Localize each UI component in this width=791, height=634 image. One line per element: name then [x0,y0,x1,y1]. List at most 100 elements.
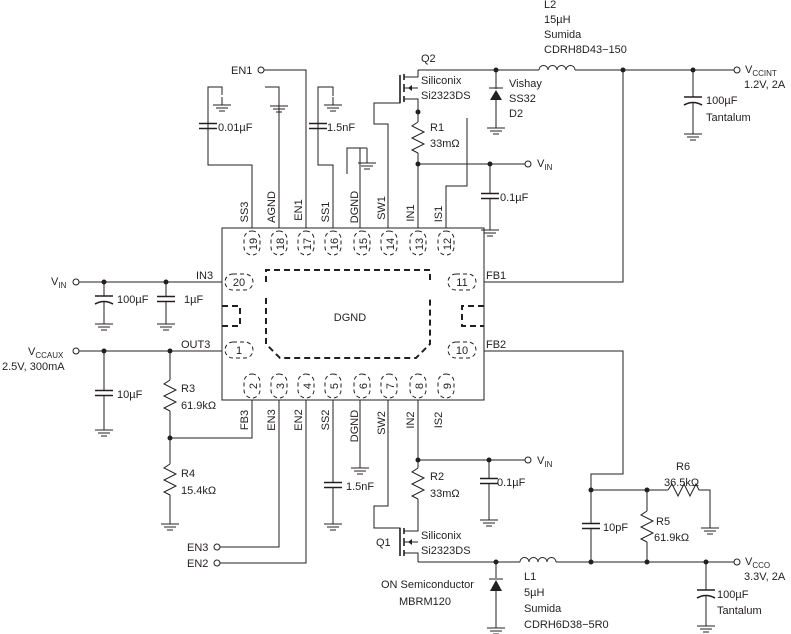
ic-body [221,227,485,401]
c-cco-val: 100µF [717,589,749,601]
r2-name: R2 [430,471,444,483]
pin20-box [224,273,254,291]
en1-terminal[interactable] [257,66,265,74]
sig-fb2: FB2 [486,339,506,351]
pin-4: 4 [302,383,314,389]
l2-inductor [538,65,576,71]
r5-val: 61.9kΩ [654,532,689,544]
sig-is2: IS2 [433,412,445,429]
q2-mfr: Siliconix [421,75,462,87]
bottom-pins [243,373,455,399]
en2-terminal[interactable] [213,559,221,567]
pin-18: 18 [275,238,287,250]
r1-val: 33mΩ [430,138,460,150]
pin-13: 13 [414,238,426,250]
vccaux-label: VCCAUX [28,346,64,360]
vcco-spec: 3.3V, 2A [744,571,786,583]
pin1-box [224,341,254,359]
pin-17: 17 [302,238,314,250]
r6-resistor [667,482,700,498]
l1-mfr: Sumida [524,603,562,615]
c-int-val: 100µF [706,95,738,107]
pin-15: 15 [358,238,370,250]
sig-sw2: SW2 [376,411,388,435]
vin-terminal-top[interactable] [524,160,532,168]
pin-6: 6 [358,383,370,389]
vccaux-terminal[interactable] [72,347,80,355]
vin-top-label: VIN [537,158,553,172]
l2-val: 15µH [544,14,571,26]
pin-3: 3 [275,383,287,389]
d2-mfr: Vishay [509,78,542,90]
dgnd-pad-top [265,269,431,282]
d1-diode [490,580,502,591]
r5-name: R5 [656,516,670,528]
r4-resistor [162,463,178,496]
c-ss1-label: 1.5nF [327,122,355,134]
sig-ss3: SS3 [239,202,251,223]
q2-part: Si2323DS [421,90,471,102]
vin-terminal-left[interactable] [72,278,80,286]
c-cco-type: Tantalum [717,605,762,617]
vccint-spec: 1.2V, 2A [744,79,786,91]
pin-2: 2 [248,383,260,389]
r6-val: 36.5kΩ [664,477,699,489]
l1-part: CDRH6D38−5R0 [524,619,609,631]
c-fb-label: 10pF [603,522,628,534]
sig-in3: IN3 [196,270,213,282]
q1-part: Si2323DS [421,545,471,557]
r2-resistor [410,467,426,500]
r3-val: 61.9kΩ [181,400,216,412]
l1-name: L1 [524,571,536,583]
l1-inductor [519,557,557,563]
pin-1: 1 [236,345,242,357]
en3-terminal[interactable] [213,543,221,551]
d1-mfr: ON Semiconductor [381,579,474,591]
vcco-terminal[interactable] [733,558,741,566]
pad-right [461,305,484,327]
r1-resistor [410,121,426,154]
sig-agnd: AGND [266,191,278,223]
sig-in2: IN2 [405,411,417,428]
pin-12: 12 [442,238,454,250]
sig-ss2: SS2 [320,410,332,431]
sig-ss1: SS1 [320,202,332,223]
q2-mosfet [399,70,419,112]
vin-bottom-label: VIN [537,455,553,469]
c-int-type: Tantalum [706,112,751,124]
dgnd-pad-bottom [265,298,431,359]
pin-5: 5 [329,383,341,389]
r6-name: R6 [676,461,690,473]
r2-val: 33mΩ [430,488,460,500]
c-ss3-label: 0.01µF [218,122,253,134]
pad-left [222,305,241,327]
vccaux-spec: 2.5V, 300mA [2,361,65,373]
vccint-terminal[interactable] [733,66,741,74]
c-in1-label: 0.1µF [500,192,529,204]
sig-fb3: FB3 [239,410,251,430]
top-pins [243,230,455,256]
sig-out3: OUT3 [181,339,210,351]
c-aux-label: 10µF [117,389,143,401]
sig-en1: EN1 [293,199,305,220]
vin-terminal-bottom[interactable] [524,456,532,464]
vcco-label: VCCO [745,556,770,570]
en2-label: EN2 [187,558,208,570]
sig-is1: IS1 [433,206,445,223]
sig-dgnd-top: DGND [349,191,361,223]
l2-name: L2 [544,0,556,11]
r5-resistor [639,510,655,543]
d2-diode [490,90,502,100]
d2-part: SS32 [509,93,536,105]
vin-left-label: VIN [51,276,67,290]
r1-name: R1 [430,122,444,134]
r4-val: 15.4kΩ [181,485,216,497]
d2-name: D2 [509,108,523,120]
pin-20: 20 [233,277,245,289]
sig-en2: EN2 [293,409,305,430]
r4-name: R4 [181,468,195,480]
pin10-box [447,341,477,359]
pin-14: 14 [385,238,397,250]
pin-8: 8 [414,383,426,389]
r3-name: R3 [181,383,195,395]
